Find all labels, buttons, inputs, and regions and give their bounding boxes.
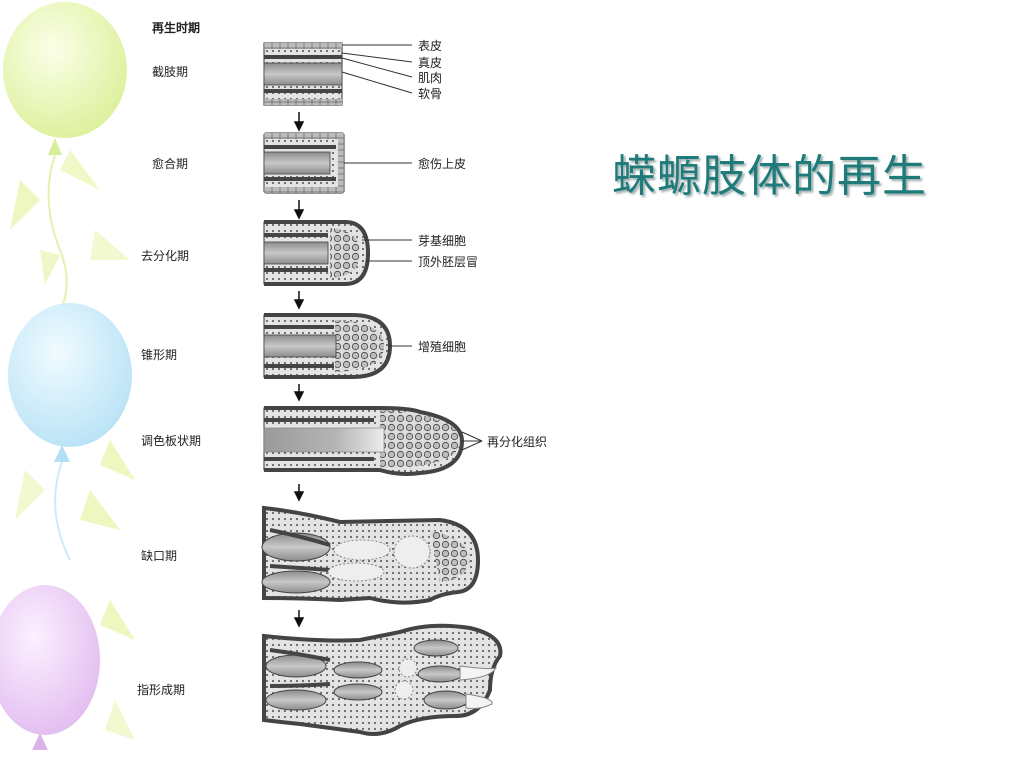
stage-label-palette: 调色板状期 — [141, 434, 202, 448]
stage-label-amputation: 截肢期 — [152, 65, 189, 79]
stage-amputation-drawing — [263, 42, 413, 106]
stage-label-digit-formation: 指形成期 — [137, 683, 186, 697]
stage-label-wound-healing: 愈合期 — [152, 157, 189, 171]
tissue-label-cartilage: 软骨 — [418, 87, 443, 101]
tissue-label-dermis: 真皮 — [418, 56, 443, 70]
green-balloon — [3, 2, 130, 341]
stage-cone-drawing — [263, 313, 412, 379]
stage-header: 再生时期 — [152, 21, 201, 35]
stage-palette-drawing — [263, 406, 483, 476]
tissue-label-proliferating-cells: 增殖细胞 — [418, 340, 467, 354]
blue-balloon — [8, 303, 135, 561]
stage-wound-healing-drawing — [263, 132, 412, 194]
stage-label-cone: 锥形期 — [141, 348, 178, 362]
tissue-label-muscle: 肌肉 — [418, 71, 443, 85]
purple-balloon — [0, 585, 135, 750]
stage-digit-formation-drawing — [262, 623, 503, 736]
stage-notch-drawing — [261, 505, 481, 605]
stage-label-dedifferentiation: 去分化期 — [141, 249, 190, 263]
stage-arrows — [293, 112, 305, 628]
balloon-decoration — [0, 2, 135, 750]
tissue-label-apical-cap: 顶外胚层冒 — [418, 255, 479, 269]
slide-title: 蝾螈肢体的再生 — [612, 151, 927, 202]
tissue-label-epidermis: 表皮 — [418, 39, 443, 53]
stage-dedifferentiation-drawing — [263, 220, 412, 286]
tissue-label-blastema-cells: 芽基细胞 — [418, 234, 467, 248]
tissue-label-redifferentiated-tissue: 再分化组织 — [487, 435, 548, 449]
tissue-label-wound-epidermis: 愈伤上皮 — [418, 157, 467, 171]
stage-label-notch: 缺口期 — [141, 549, 178, 563]
